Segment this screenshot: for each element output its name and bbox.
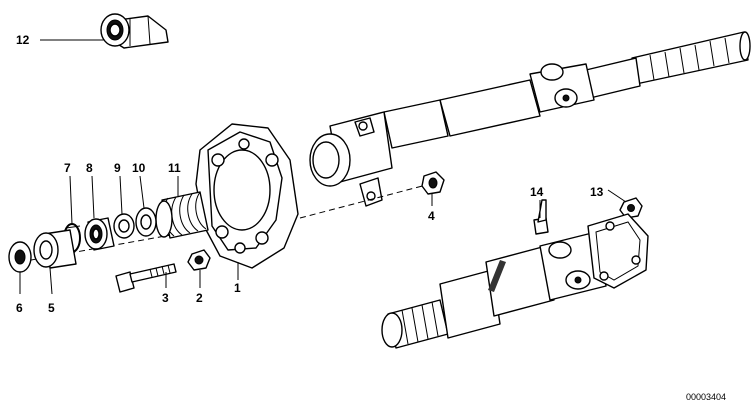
- document-number: 00003404: [686, 392, 726, 402]
- part-14-bolt: [533, 199, 549, 235]
- assembly-axis-upper: [299, 183, 431, 219]
- callout-11: 11: [168, 161, 181, 175]
- leader-9: [119, 175, 123, 215]
- part-10-washer: [135, 207, 157, 237]
- callout-1: 1: [234, 281, 241, 295]
- callout-14: 14: [530, 185, 544, 199]
- part-8-bearing: [84, 217, 115, 251]
- callout-5: 5: [48, 301, 55, 315]
- part-1-flex-disc: [195, 123, 299, 269]
- callout-13: 13: [590, 185, 604, 199]
- leader-13: [607, 189, 627, 203]
- part-9-ring: [113, 213, 135, 239]
- callout-4: 4: [428, 209, 435, 223]
- part-2-nut: [187, 249, 211, 271]
- leader-5: [49, 267, 53, 295]
- upper-drive-shaft: [309, 31, 751, 207]
- callout-12: 12: [16, 33, 30, 47]
- callout-9: 9: [114, 161, 121, 175]
- part-11-spring: [155, 191, 209, 239]
- leader-7: [69, 175, 73, 225]
- callout-7: 7: [64, 161, 71, 175]
- part-5-sleeve: [33, 229, 77, 269]
- part-3-bolt: [115, 263, 177, 293]
- callout-6: 6: [16, 301, 23, 315]
- callout-8: 8: [86, 161, 93, 175]
- lower-drive-shaft: [381, 213, 649, 349]
- callout-2: 2: [196, 291, 203, 305]
- part-6-seal: [8, 241, 32, 273]
- leader-8: [91, 175, 95, 219]
- leader-10: [139, 175, 145, 209]
- part-13-nut: [619, 197, 643, 219]
- callout-3: 3: [162, 291, 169, 305]
- part-12-bearing: [100, 13, 169, 49]
- callout-10: 10: [132, 161, 146, 175]
- part-4-nut: [421, 171, 445, 195]
